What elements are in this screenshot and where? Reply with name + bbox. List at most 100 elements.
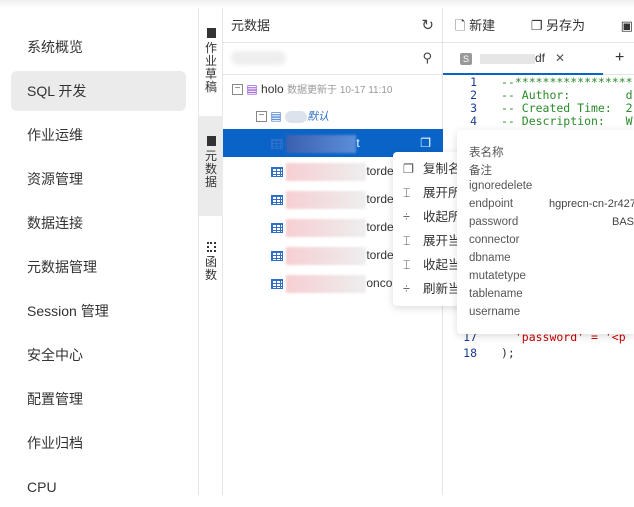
redacted-name (286, 218, 367, 237)
menu-icon: ⌶ (403, 186, 411, 200)
nav-item[interactable]: Session 管理 (27, 303, 109, 319)
code-text: --***************** (501, 76, 633, 89)
table-row[interactable]: t❐ (223, 129, 443, 157)
redacted-name (286, 190, 367, 209)
menu-icon: ⌶ (403, 234, 411, 248)
vtab-functions[interactable]: 函数 (199, 216, 223, 286)
menu-label: 复制名 (423, 162, 461, 176)
line-number: 18 (463, 347, 477, 360)
table-name: torde (366, 192, 394, 206)
line-number: 3 (470, 102, 477, 115)
redacted-name (286, 246, 367, 265)
context-menu-item[interactable]: ⌶ 收起当 (393, 253, 468, 277)
menu-icon: ÷ (403, 210, 410, 224)
tooltip-field: connector (469, 234, 520, 246)
endpoint-value: hgprecn-cn-2r427 (549, 198, 634, 210)
code-text: -- Description: W (501, 115, 633, 128)
collapse-icon[interactable]: − (256, 111, 267, 123)
nav-item[interactable]: 系统概览 (27, 39, 83, 55)
code-line[interactable]: 18); (443, 347, 634, 360)
table-name: torde (366, 220, 394, 234)
context-menu-item[interactable]: ÷ 收起所 (393, 205, 468, 229)
menu-icon: ⌶ (403, 258, 411, 272)
menu-label: 展开所 (423, 186, 461, 200)
vtab-label: 函数 (204, 255, 217, 282)
nav-item[interactable]: SQL 开发 (11, 71, 186, 111)
context-menu-item[interactable]: ❐复制名 (393, 157, 468, 181)
nav-item[interactable]: 安全中心 (27, 347, 83, 363)
tree-node-holo[interactable]: − ▤ holo 数据更新于 10-17 11:10 (223, 75, 443, 103)
code-text: ); (501, 347, 515, 360)
search-input[interactable]: ⚲ (223, 43, 442, 75)
tree-node-db[interactable]: − ▤ 默认 (223, 102, 443, 130)
save-button[interactable]: ▣ 保 (620, 18, 633, 33)
vertical-tabs: 作业草稿 元数据 函数 (198, 8, 223, 495)
refresh-icon[interactable]: ↻ (421, 17, 434, 34)
copy-icon[interactable]: ❐ (420, 136, 431, 150)
context-menu-item[interactable]: ⌶ 展开所 (393, 181, 468, 205)
menu-label: 刷新当 (423, 282, 461, 296)
new-button[interactable]: 🗋 新建 (455, 18, 496, 33)
nav-item[interactable]: 数据连接 (27, 215, 83, 231)
code-line[interactable]: 1 --***************** (443, 76, 634, 89)
tooltip-field: username (469, 306, 521, 318)
nav-item[interactable]: 元数据管理 (27, 259, 97, 275)
code-text: -- Author: d (501, 89, 633, 102)
tab-label: df (535, 51, 546, 65)
nav-item[interactable]: 作业归档 (27, 435, 83, 451)
code-line[interactable]: 17 'password' = '<p (443, 331, 634, 344)
password-value: BASI (612, 216, 634, 228)
nav-item[interactable]: 配置管理 (27, 391, 83, 407)
table-row[interactable]: torde (223, 213, 443, 241)
node-label: 默认 (307, 111, 330, 123)
file-icon (206, 28, 216, 38)
menu-label: 收起所 (423, 210, 461, 224)
grid-icon (206, 242, 216, 252)
sql-file-icon: S (460, 53, 472, 65)
table-row[interactable]: torde (223, 185, 443, 213)
save-as-button[interactable]: ❐ 另存为 (530, 18, 586, 33)
vtab-drafts[interactable]: 作业草稿 (199, 20, 223, 116)
database-icon (206, 136, 216, 146)
add-tab-icon[interactable]: + (615, 49, 625, 66)
tooltip-field: mutatetype (469, 270, 526, 282)
editor-panel: 🗋 新建 ❐ 另存为 ▣ 保 Sdf ✕ + 1 --***************… (443, 8, 634, 495)
code-line[interactable]: 2 -- Author: d (443, 89, 634, 102)
table-row[interactable]: onco (223, 269, 443, 297)
nav-item[interactable]: 资源管理 (27, 171, 83, 187)
line-number: 4 (470, 115, 477, 128)
line-number: 2 (470, 89, 477, 102)
top-border (0, 0, 634, 8)
context-menu: ❐复制名 ⌶ 展开所 ÷ 收起所 ⌶ 展开当 ⌶ 收起当 ÷刷新当 (393, 152, 468, 306)
redacted-name (286, 134, 357, 153)
table-icon (271, 138, 283, 149)
collapse-icon[interactable]: − (232, 84, 243, 96)
nav-item[interactable]: CPU (27, 479, 57, 495)
line-number: 17 (463, 331, 477, 344)
table-row[interactable]: torde (223, 157, 443, 185)
metadata-panel: 元数据↻ ⚲ − ▤ holo 数据更新于 10-17 11:10 − ▤ 默认… (223, 8, 443, 495)
table-row[interactable]: torde (223, 241, 443, 269)
search-icon[interactable]: ⚲ (422, 50, 432, 65)
context-menu-item[interactable]: ⌶ 展开当 (393, 229, 468, 253)
node-label: holo (261, 82, 284, 96)
table-icon (271, 194, 283, 205)
vtab-metadata[interactable]: 元数据 (199, 116, 223, 216)
code-line[interactable]: 4 -- Description: W (443, 115, 634, 128)
table-name: t (356, 136, 360, 150)
main-nav: 系统概览 SQL 开发作业运维资源管理数据连接元数据管理 Session 管理安全中… (0, 8, 198, 495)
context-menu-item[interactable]: ÷刷新当 (393, 277, 468, 301)
menu-label: 展开当 (423, 234, 461, 248)
table-icon (271, 250, 283, 261)
catalog-icon: ▤ (246, 82, 258, 96)
code-line[interactable]: 3-- Created Time: 2 (443, 102, 634, 115)
close-icon[interactable]: ✕ (555, 51, 566, 65)
tooltip-field: endpoint (469, 198, 514, 210)
vtab-label: 作业草稿 (204, 41, 217, 94)
table-name: torde (366, 248, 394, 262)
line-number: 1 (470, 76, 477, 89)
menu-label: 收起当 (423, 258, 461, 272)
nav-item[interactable]: 作业运维 (27, 127, 83, 143)
